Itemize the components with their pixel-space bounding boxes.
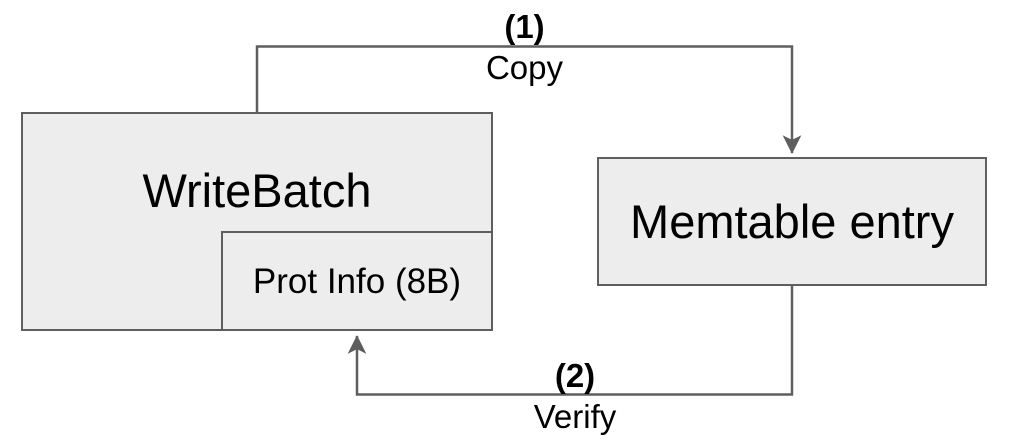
verify-arrow bbox=[347, 285, 794, 396]
copy-step-number: (1) bbox=[504, 8, 545, 45]
memtable-label: Memtable entry bbox=[630, 195, 954, 248]
copy-label: Copy bbox=[485, 49, 564, 86]
prot-info-box: Prot Info (8B) bbox=[221, 231, 493, 331]
memtable-box: Memtable entry bbox=[597, 157, 987, 286]
verify-label: Verify bbox=[533, 398, 617, 435]
prot-info-label: Prot Info (8B) bbox=[252, 261, 462, 301]
copy-arrow bbox=[255, 45, 802, 154]
verify-step-number: (2) bbox=[554, 357, 596, 394]
writebatch-label: WriteBatch bbox=[142, 164, 372, 217]
